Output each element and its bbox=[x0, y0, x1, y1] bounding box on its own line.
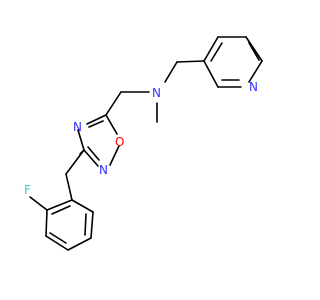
bond bbox=[84, 213, 87, 236]
bond bbox=[51, 205, 71, 215]
bond bbox=[45, 209, 48, 237]
bond bbox=[88, 120, 104, 128]
bond bbox=[45, 235, 69, 251]
bond bbox=[248, 42, 260, 61]
atom-label-n-amine: N bbox=[152, 86, 161, 100]
atom-label-o-ring: O bbox=[115, 135, 124, 149]
atom-label-f: F bbox=[24, 183, 31, 197]
molecule-structure-diagram: N N N O N F bbox=[24, 36, 263, 251]
bond bbox=[29, 196, 48, 211]
atom-label-n-pyridine: N bbox=[249, 80, 258, 94]
bonds bbox=[29, 36, 263, 251]
bond bbox=[203, 60, 219, 88]
bond bbox=[105, 91, 122, 116]
bond bbox=[86, 114, 107, 125]
atom-label-n-ring-4: N bbox=[73, 120, 82, 134]
atom-label-n-ring-2: N bbox=[99, 163, 108, 177]
bond bbox=[71, 199, 94, 213]
bond bbox=[87, 146, 100, 161]
bond bbox=[65, 173, 73, 201]
bond bbox=[210, 42, 223, 62]
bond bbox=[77, 129, 85, 151]
bond bbox=[65, 149, 85, 175]
bond bbox=[164, 61, 178, 83]
bond bbox=[67, 237, 92, 251]
bond bbox=[109, 145, 120, 166]
bond bbox=[90, 211, 94, 239]
bond bbox=[105, 114, 118, 135]
bond bbox=[176, 60, 205, 63]
bond bbox=[245, 36, 263, 62]
bond bbox=[46, 199, 73, 211]
bond bbox=[49, 232, 67, 244]
atom-labels: N N N O N F bbox=[24, 80, 258, 197]
bond bbox=[203, 36, 219, 62]
bond bbox=[248, 60, 263, 83]
bond bbox=[83, 149, 99, 167]
